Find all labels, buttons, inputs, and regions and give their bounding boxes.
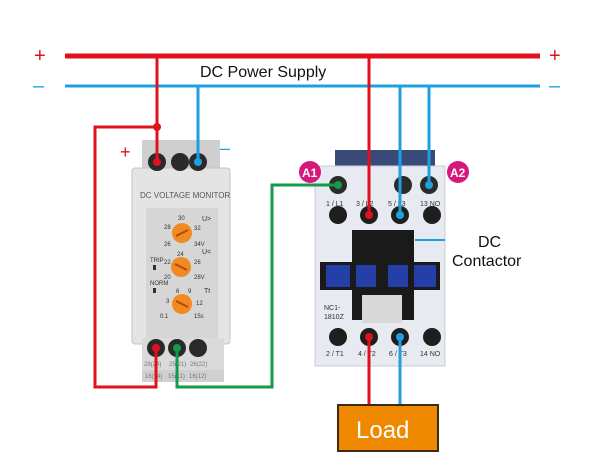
dial-under-tick: 28V [194, 275, 205, 281]
dial-time-tick: 3 [166, 299, 170, 305]
dial-under-tick: 26 [194, 260, 201, 266]
bottom-terminal-label: 2 / T1 [326, 351, 344, 358]
voltage-monitor: DC VOLTAGE MONITOR U> 26 28 30 32 34V U<… [131, 140, 231, 382]
terminal-dot [365, 211, 373, 219]
terminal-dot [334, 181, 342, 189]
dial-under-tick: 24 [177, 252, 184, 258]
monitor-name: DC VOLTAGE MONITOR [140, 191, 230, 200]
contactor-terminal-13no[interactable] [423, 206, 441, 224]
top-terminal-label: 5 / L3 [388, 201, 406, 208]
dial-time-tick: 9 [188, 289, 192, 295]
minus-right-label: – [549, 75, 561, 97]
dial-over-tick: 28 [164, 225, 171, 231]
contactor-terminal-14no[interactable] [423, 328, 441, 346]
dial-time-label: Tt [204, 288, 210, 295]
bottom-terminal-label: 4 / T2 [358, 351, 376, 358]
a1-badge [299, 161, 321, 183]
dial-under-label: U< [202, 249, 211, 256]
terminal-dot [194, 158, 202, 166]
trip-led [153, 265, 156, 270]
terminal-label: 28(24) [144, 362, 161, 368]
dial-over-label: U> [202, 216, 211, 223]
monitor-plus-label: + [120, 142, 131, 162]
dial-under-tick: 20 [164, 275, 171, 281]
wire-green-control [175, 183, 338, 389]
contactor-label-line1: DC [478, 234, 501, 251]
a2-badge-label: A2 [450, 166, 466, 180]
dial-time-tick: 12 [196, 301, 203, 307]
dc-contactor: 1 / L1 3 / L2 5 / L3 13 NO NC1- 1810Z 2 … [314, 150, 446, 367]
terminal-label: 26(22) [190, 362, 207, 368]
bottom-terminal-label: 14 NO [420, 351, 441, 358]
terminal-dot [152, 344, 160, 352]
contactor-terminal-l1[interactable] [329, 206, 347, 224]
contactor-terminal-t1[interactable] [329, 328, 347, 346]
contactor-label-line2: Contactor [452, 253, 522, 270]
terminal-dot [153, 158, 161, 166]
power-supply-title: DC Power Supply [200, 64, 326, 81]
dial-over-tick: 30 [178, 216, 185, 222]
bottom-terminal-label: 6 / T3 [389, 351, 407, 358]
norm-label: NORM [150, 281, 168, 287]
terminal-dot [396, 211, 404, 219]
model-line2: 1810Z [324, 314, 345, 321]
plus-right-label: + [549, 45, 561, 67]
dial-over-tick: 32 [194, 226, 201, 232]
minus-left-label: – [33, 75, 45, 97]
wire-monitor-loop [93, 125, 158, 389]
monitor-minus-label: – [220, 138, 230, 158]
terminal-label: 16(14) [145, 374, 162, 380]
dial-over-tick: 26 [164, 242, 171, 248]
contactor-terminal-mid1[interactable] [394, 176, 412, 194]
model-line1: NC1- [324, 305, 341, 312]
dial-time-tick: 0.1 [160, 314, 169, 320]
dial-under-tick: 22 [164, 260, 171, 266]
norm-led [153, 288, 156, 293]
plus-left-label: + [34, 45, 46, 67]
a1-badge-label: A1 [302, 166, 318, 180]
dial-time-tick: 15s [194, 314, 204, 320]
terminal-dot [425, 181, 433, 189]
load-label: Load [356, 417, 409, 444]
junction-dot [153, 123, 161, 131]
top-terminal-label: 13 NO [420, 201, 441, 208]
terminal-label: 16(12) [189, 374, 206, 380]
monitor-terminal-26[interactable] [189, 339, 207, 357]
terminal-dot [396, 333, 404, 341]
terminal-dot [365, 333, 373, 341]
monitor-terminal-mid[interactable] [171, 153, 189, 171]
a2-badge [447, 161, 469, 183]
load-box [337, 404, 439, 452]
top-terminal-label: 3 / L2 [356, 201, 374, 208]
dial-over-tick: 34V [194, 242, 205, 248]
trip-label: TRIP [150, 258, 164, 264]
dial-time-tick: 6 [176, 289, 180, 295]
terminal-dot [173, 344, 181, 352]
top-terminal-label: 1 / L1 [326, 201, 344, 208]
